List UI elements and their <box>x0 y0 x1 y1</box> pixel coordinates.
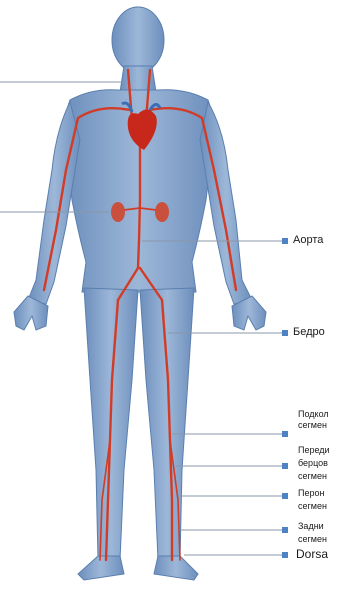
marker-femoral <box>282 330 288 336</box>
label-anterior-tibial-line3: сегмен <box>298 471 327 482</box>
label-anterior-tibial-line2: берцов <box>298 458 328 469</box>
label-peroneal-line2: сегмен <box>298 501 327 512</box>
marker-aorta <box>282 238 288 244</box>
right-arm <box>200 102 252 304</box>
label-femoral: Бедро <box>293 326 325 338</box>
left-foot <box>78 556 124 580</box>
marker-anterior-tibial <box>282 463 288 469</box>
label-popliteal-line2: сегмен <box>298 420 327 431</box>
marker-squares <box>282 238 288 558</box>
marker-posterior-tibial <box>282 527 288 533</box>
label-peroneal-line1: Перон <box>298 488 324 499</box>
marker-peroneal <box>282 493 288 499</box>
kidney-right-icon <box>155 202 169 222</box>
label-dorsalis: Dorsa <box>296 547 328 561</box>
marker-dorsalis <box>282 552 288 558</box>
right-foot <box>154 556 198 580</box>
right-leg <box>140 288 194 560</box>
head <box>112 7 164 73</box>
label-posterior-tibial-line1: Задни <box>298 521 324 532</box>
label-aorta: Аорта <box>293 234 323 246</box>
marker-popliteal <box>282 431 288 437</box>
body-silhouette <box>14 7 266 580</box>
kidney-left-icon <box>111 202 125 222</box>
label-anterior-tibial-line1: Переди <box>298 445 330 456</box>
label-posterior-tibial-line2: сегмен <box>298 534 327 545</box>
label-popliteal-line1: Подкол <box>298 409 329 420</box>
